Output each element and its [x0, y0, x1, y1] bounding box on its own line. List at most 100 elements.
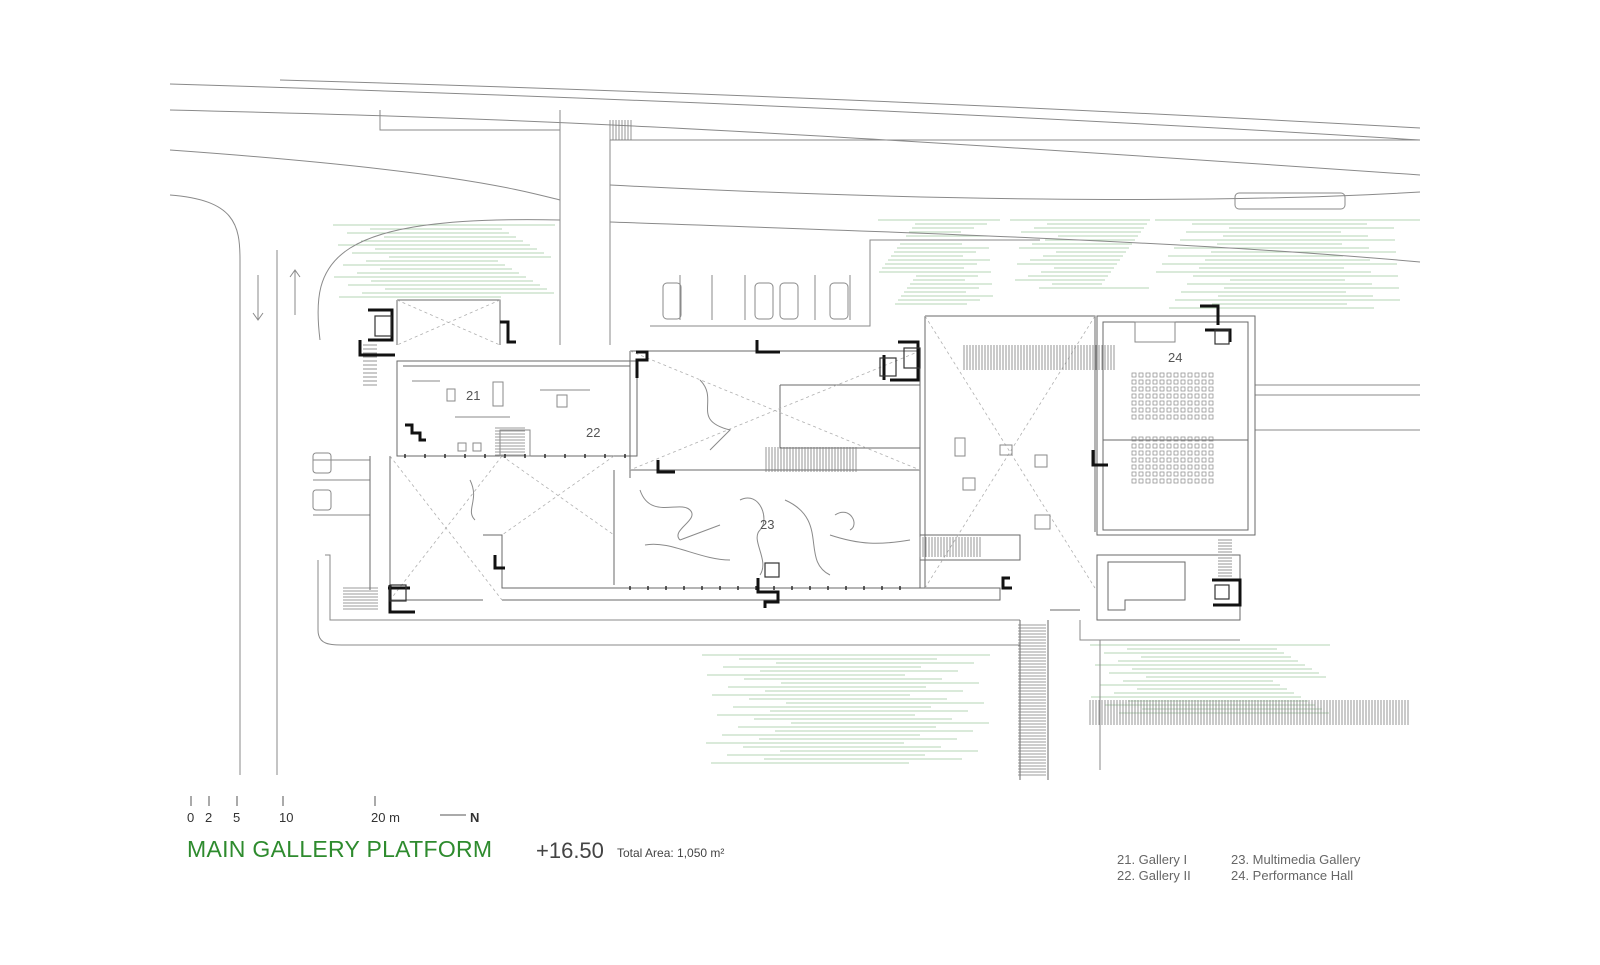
diagonal-line — [396, 299, 501, 346]
total-area: Total Area: 1,050 m² — [617, 846, 725, 860]
seat — [1201, 457, 1207, 463]
seat — [1159, 414, 1165, 420]
seat — [1201, 471, 1207, 477]
performance-hall — [1096, 315, 1256, 536]
seat — [1180, 386, 1186, 392]
seat — [1187, 471, 1193, 477]
core-wall — [635, 350, 649, 378]
seat — [1138, 400, 1144, 406]
seat — [1201, 379, 1207, 385]
seat — [1131, 379, 1137, 385]
parking-space — [779, 282, 799, 320]
seat — [1173, 379, 1179, 385]
seat — [1138, 450, 1144, 456]
seat — [1145, 443, 1151, 449]
seat — [1173, 393, 1179, 399]
seat — [1166, 407, 1172, 413]
seat — [1187, 443, 1193, 449]
seat — [1201, 450, 1207, 456]
seat — [1180, 464, 1186, 470]
elevator-shafts — [374, 315, 1230, 602]
scale-tick — [190, 796, 376, 806]
seat — [1145, 386, 1151, 392]
legend-item-21: 21. Gallery I — [1117, 852, 1188, 867]
seat — [1131, 400, 1137, 406]
display-plinth — [457, 442, 467, 452]
seat — [1201, 407, 1207, 413]
foyer-block — [1107, 561, 1186, 611]
drawing-title: MAIN GALLERY PLATFORM — [187, 836, 493, 862]
display-plinth — [446, 388, 456, 402]
seat — [1166, 457, 1172, 463]
legend-item-24: 24. Performance Hall — [1231, 868, 1354, 883]
seat — [1159, 436, 1165, 442]
multimedia-hall — [483, 350, 921, 589]
seat — [1138, 379, 1144, 385]
seat — [1180, 436, 1186, 442]
core-wall — [1091, 450, 1108, 467]
road-curve — [169, 149, 561, 201]
display-plinth — [472, 442, 482, 452]
multimedia-curves — [469, 379, 911, 576]
seat — [1201, 386, 1207, 392]
seat — [1152, 400, 1158, 406]
seat — [1131, 372, 1137, 378]
curved-wall — [699, 379, 731, 451]
diagonal-line — [629, 350, 921, 471]
seat — [1194, 457, 1200, 463]
seat — [1145, 464, 1151, 470]
scale-label-2: 2 — [205, 810, 213, 825]
parked-car — [312, 489, 332, 511]
seat — [1152, 414, 1158, 420]
site-edge — [325, 554, 1020, 621]
elevator — [764, 562, 780, 578]
seat — [1180, 443, 1186, 449]
seat — [1131, 407, 1137, 413]
seat — [1194, 478, 1200, 484]
exhibit-panel — [1034, 454, 1048, 468]
arrow-up-icon — [289, 269, 301, 315]
bridge — [1019, 609, 1080, 780]
south-strip — [502, 587, 1001, 601]
stage-box — [1134, 321, 1176, 343]
seat — [1180, 372, 1186, 378]
seat — [1173, 450, 1179, 456]
seat — [1194, 436, 1200, 442]
parked-car — [312, 452, 332, 474]
stair-hatching — [343, 120, 1409, 776]
seat — [1145, 407, 1151, 413]
site-edge — [317, 560, 1021, 780]
seat — [1131, 450, 1137, 456]
seat — [1208, 471, 1214, 477]
seat — [1145, 457, 1151, 463]
seat — [1131, 436, 1137, 442]
core-wall — [890, 340, 920, 382]
core-wall — [1212, 578, 1242, 607]
seat — [1145, 478, 1151, 484]
seat — [1152, 372, 1158, 378]
seat — [1208, 450, 1214, 456]
seat — [1208, 414, 1214, 420]
road-curve — [317, 219, 561, 345]
parking-line — [679, 275, 851, 320]
seat — [1187, 372, 1193, 378]
core-wall — [405, 423, 426, 442]
diagonal-line — [389, 455, 503, 601]
seat — [1173, 372, 1179, 378]
road-curve — [609, 221, 1421, 263]
curved-wall — [644, 543, 731, 561]
elevator — [389, 584, 407, 602]
platform-elevation: +16.50 — [536, 838, 604, 863]
scale-label-20m: 20 m — [371, 810, 400, 825]
performance-inner — [1102, 321, 1249, 531]
seat — [1166, 379, 1172, 385]
seat — [1145, 379, 1151, 385]
seat — [1187, 379, 1193, 385]
seat — [1187, 436, 1193, 442]
parking-bays — [312, 275, 851, 516]
seat — [1173, 400, 1179, 406]
seat — [1201, 400, 1207, 406]
building-outline — [369, 299, 1256, 780]
diagonal-line — [501, 455, 615, 536]
site-edge — [1079, 620, 1240, 641]
